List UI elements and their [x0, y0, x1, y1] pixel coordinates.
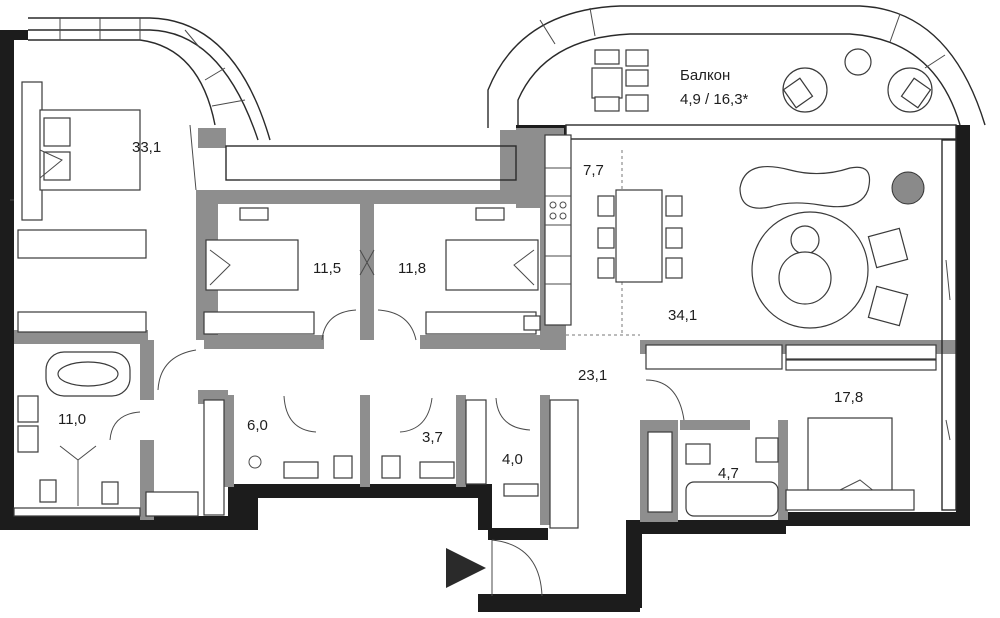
room-area-hall: 23,1 [578, 367, 607, 384]
room-area-bedroom-south: 17,8 [834, 389, 863, 406]
hall-doors [157, 349, 543, 597]
terrace-left [28, 17, 271, 141]
room-area-living: 34,1 [668, 307, 697, 324]
wardrobes [145, 344, 937, 529]
kitchen [523, 134, 640, 336]
bathroom-small [248, 395, 539, 497]
room-area-bedroom-right: 11,8 [398, 260, 426, 277]
south-rooms [645, 259, 951, 517]
windows [10, 124, 957, 511]
room-area-bathroom-south: 4,7 [718, 465, 739, 482]
balcony-area: 4,9 / 16,3* [680, 91, 749, 108]
outer-walls [0, 30, 970, 612]
master-bedroom [17, 81, 197, 333]
room-area-bedroom-left: 11,5 [313, 260, 341, 277]
living-room [597, 166, 925, 329]
plant-icon [891, 171, 925, 205]
room-area-master-bedroom: 33,1 [132, 139, 161, 156]
room-area-bathroom-main: 11,0 [58, 411, 86, 428]
bathroom-main [13, 351, 141, 517]
room-area-storage: 4,0 [502, 451, 523, 468]
room-area-bathroom-2: 6,0 [247, 417, 268, 434]
balcony-name: Балкон [680, 67, 730, 84]
room-area-wc: 3,7 [422, 429, 443, 446]
balcony [487, 5, 986, 128]
entrance-arrow-icon [446, 548, 486, 588]
bedrooms-upper [203, 207, 539, 341]
room-area-kitchen: 7,7 [583, 162, 604, 179]
